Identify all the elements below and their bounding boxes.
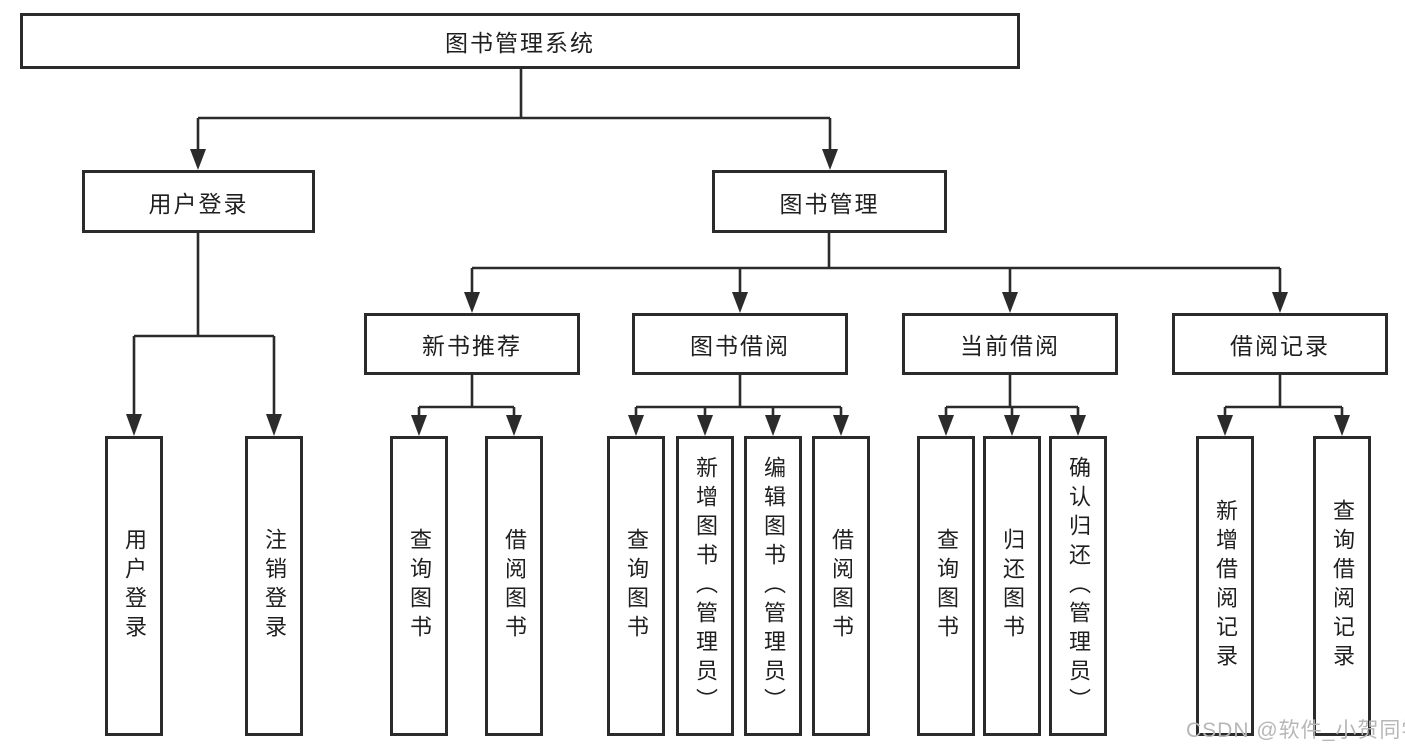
leaf-query-books-newbook-label: 查询图书 [407, 528, 432, 644]
leaf-logout: 注销登录 [245, 436, 303, 736]
connector-login-to-leaves [126, 233, 282, 436]
leaf-query-books-current-label: 查询图书 [934, 528, 959, 644]
leaf-add-books-admin: 新增图书（管理员） [676, 436, 734, 736]
leaf-user-login: 用户登录 [105, 436, 163, 736]
leaf-borrow-books-label: 借阅图书 [829, 528, 854, 644]
node-book-management: 图书管理 [712, 170, 947, 233]
node-root-system: 图书管理系统 [20, 13, 1020, 69]
node-new-book-recommend: 新书推荐 [364, 313, 580, 375]
connector-current-to-leaves [938, 375, 1086, 436]
leaf-edit-books-admin-label: 编辑图书（管理员） [761, 455, 786, 717]
leaf-borrow-books-newbook-label: 借阅图书 [502, 528, 527, 644]
connector-root-to-level2 [190, 69, 838, 170]
leaf-add-borrow-record: 新增借阅记录 [1196, 436, 1254, 736]
leaf-confirm-return-admin: 确认归还（管理员） [1049, 436, 1107, 736]
connector-mgmt-to-level3 [464, 233, 1288, 313]
leaf-edit-books-admin: 编辑图书（管理员） [744, 436, 802, 736]
leaf-query-books-newbook: 查询图书 [390, 436, 448, 736]
leaf-logout-label: 注销登录 [262, 528, 287, 644]
csdn-watermark: CSDN @软件_小贺同学 [1186, 719, 1405, 742]
leaf-add-borrow-record-label: 新增借阅记录 [1213, 499, 1238, 673]
leaf-return-books-label: 归还图书 [1000, 528, 1025, 644]
leaf-query-books-borrow: 查询图书 [607, 436, 665, 736]
leaf-borrow-books-newbook: 借阅图书 [485, 436, 543, 736]
connector-borrow-to-leaves [628, 375, 849, 436]
leaf-borrow-books: 借阅图书 [812, 436, 870, 736]
node-current-borrow: 当前借阅 [902, 313, 1118, 375]
node-book-borrow: 图书借阅 [632, 313, 848, 375]
leaf-add-books-admin-label: 新增图书（管理员） [693, 455, 718, 717]
leaf-query-borrow-record-label: 查询借阅记录 [1330, 499, 1355, 673]
leaf-user-login-label: 用户登录 [122, 528, 147, 644]
connector-newbook-to-leaves [411, 375, 522, 436]
leaf-query-books-current: 查询图书 [917, 436, 975, 736]
node-user-login: 用户登录 [82, 170, 315, 233]
leaf-query-borrow-record: 查询借阅记录 [1313, 436, 1371, 736]
leaf-return-books: 归还图书 [983, 436, 1041, 736]
leaf-query-books-borrow-label: 查询图书 [624, 528, 649, 644]
node-borrow-record: 借阅记录 [1172, 313, 1388, 375]
connector-record-to-leaves [1217, 375, 1350, 436]
leaf-confirm-return-admin-label: 确认归还（管理员） [1066, 455, 1091, 717]
